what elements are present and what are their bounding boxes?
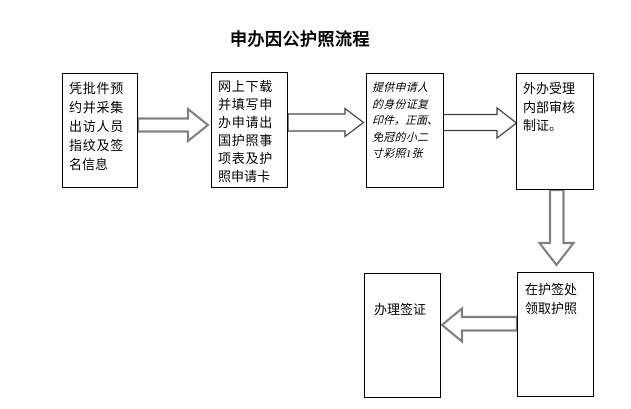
arrow-step2-to-step3 [287,107,365,138]
flow-step-5-box: 在护签处 领取护照 [517,272,594,397]
flow-step-4-label: 外办受理 内部审核 制证。 [523,81,576,133]
arrow-step5-to-step6 [440,306,519,344]
page-title: 申办因公护照流程 [230,30,370,49]
flow-step-4-box: 外办受理 内部审核 制证。 [516,73,594,190]
flow-step-6-box: 办理签证 [364,273,441,398]
flow-step-3-label: 提 供 申 请 人 的 身 份 证 复 印件，正面、 免 冠 的 小 二 寸 彩… [372,82,438,160]
flow-step-1-label: 凭 批 件 预 约 并 采 集 出 访 人 员 指 纹 及 签 名信息 [69,81,124,172]
arrow-step1-to-step2 [136,106,210,144]
flow-step-6-label: 办理签证 [374,302,427,317]
flow-step-5-label: 在护签处 领取护照 [525,282,578,316]
flow-step-3-box: 提 供 申 请 人 的 身 份 证 复 印件，正面、 免 冠 的 小 二 寸 彩… [366,73,444,188]
flow-step-2-box: 网 上 下 载 并 填 写 申 办 申 请 出 国 护 照 事 项 表 及 护 … [211,72,288,188]
arrow-step3-to-step4 [442,106,518,140]
flow-step-2-label: 网 上 下 载 并 填 写 申 办 申 请 出 国 护 照 事 项 表 及 护 … [218,79,273,184]
flow-step-1-box: 凭 批 件 预 约 并 采 集 出 访 人 员 指 纹 及 签 名信息 [62,73,138,188]
arrow-step4-to-step5 [537,188,576,267]
